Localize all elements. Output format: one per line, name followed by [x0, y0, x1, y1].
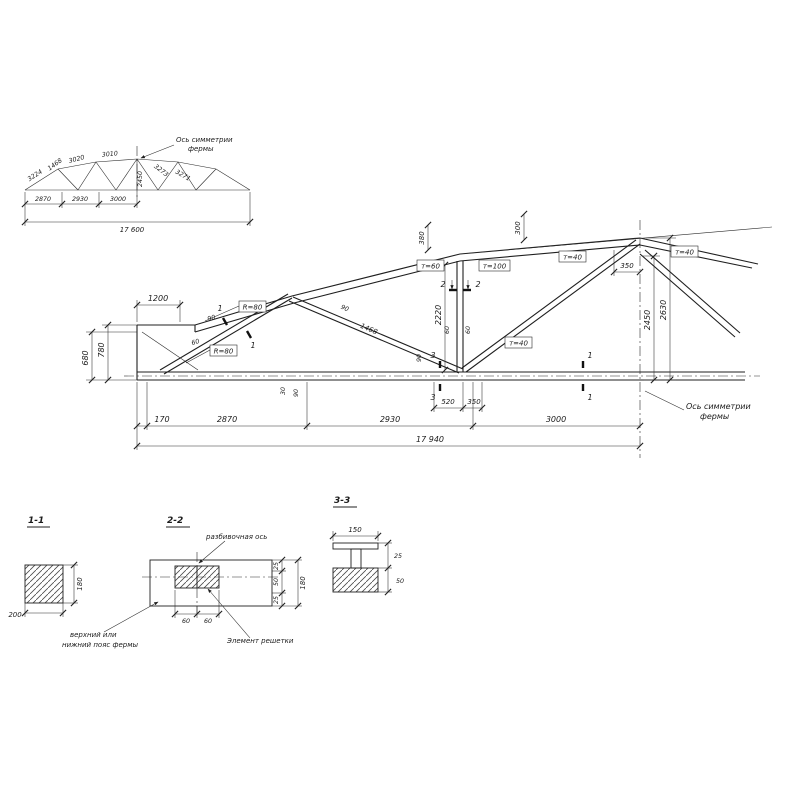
- note-box: [478, 259, 511, 272]
- chord-note: нижний пояс фермы: [62, 641, 138, 649]
- overview-member-dim: 3010: [102, 150, 119, 158]
- dim-2630: 2630: [659, 300, 668, 320]
- dim-180: 180: [299, 576, 307, 590]
- overview-dim-3000: 3000: [110, 196, 126, 203]
- cut-label-3: 3: [430, 393, 435, 402]
- overview-axis-label: Ось симметрии: [176, 136, 233, 144]
- note-box: [238, 300, 267, 313]
- section-2-2: 2-2 разбивочная ось 60 60 25 50 25 180 в…: [62, 516, 307, 649]
- dim-380: 380: [418, 231, 426, 245]
- main-elevation: 1200 680 780 170 2870 2930 3000 17 940 5…: [81, 210, 773, 458]
- overview-dim-total: 17 600: [120, 226, 145, 234]
- small-dim: 90: [207, 314, 217, 323]
- cut-label-1: 1: [587, 393, 592, 402]
- chord-note: верхний или: [70, 631, 117, 639]
- cut-label-1: 1: [217, 304, 222, 313]
- dim-60: 60: [182, 618, 190, 625]
- cut-label-2: 2: [440, 280, 445, 289]
- note-t100: т=100: [483, 263, 507, 271]
- note-box: [670, 245, 699, 258]
- overview-member-dim: 2450: [137, 171, 144, 187]
- overview-truss-outline: [24, 158, 251, 191]
- dim-apex-350: 350: [620, 262, 634, 270]
- small-dim: 60: [444, 326, 451, 334]
- dim-25: 25: [394, 553, 402, 560]
- note-t40: т=40: [675, 249, 694, 257]
- lattice-note: Элемент решетки: [226, 637, 294, 645]
- note-t60: т=60: [421, 263, 440, 271]
- small-dim: 90: [293, 389, 300, 397]
- main-dim-lines: [86, 214, 676, 450]
- section-cut-marks: 1 1 2 2 3 3 1 1: [217, 280, 593, 402]
- chord-note-leader: [103, 601, 159, 633]
- layout-axis-note: разбивочная ось: [205, 533, 267, 541]
- dim-520: 520: [441, 398, 455, 406]
- overview-axis-leader: [140, 144, 175, 159]
- note-box: [558, 250, 587, 263]
- main-axis-label: Ось симметрии: [686, 402, 751, 411]
- end-block-edge: [141, 331, 199, 371]
- dim-25: 25: [273, 596, 280, 604]
- dim-50: 50: [273, 578, 280, 586]
- layout-axis-leader: [198, 540, 226, 564]
- section-1-1: 1-1 180 200: [8, 516, 84, 619]
- section-title: 1-1: [28, 516, 44, 526]
- dim-2930: 2930: [380, 415, 400, 424]
- s1-dim-lines: [24, 564, 78, 617]
- cut-label-3: 3: [430, 351, 435, 360]
- note-t40: т=40: [509, 340, 528, 348]
- small-dim: 30: [280, 387, 287, 395]
- dim-60: 60: [204, 618, 212, 625]
- cut-label-1: 1: [250, 341, 255, 350]
- note-t40: т=40: [563, 254, 582, 262]
- dim-total-17940: 17 940: [416, 435, 444, 444]
- note-box: [209, 344, 238, 357]
- truss-lattice: [159, 239, 641, 375]
- overview-dim-lines: [24, 192, 251, 226]
- dim-50: 50: [396, 578, 404, 585]
- dim-350: 350: [467, 398, 481, 406]
- overview-axis-label: фермы: [188, 145, 214, 153]
- overview-member-dim: 3020: [68, 154, 85, 165]
- top-chord-extension: [459, 226, 773, 255]
- dim-2870: 2870: [217, 415, 237, 424]
- chord-cross-section: [24, 564, 64, 604]
- small-dim: 90: [340, 304, 350, 314]
- overview-dim-2930: 2930: [72, 196, 88, 203]
- dim-200: 200: [8, 611, 22, 619]
- dim-1200: 1200: [148, 294, 168, 303]
- small-dim: 90: [416, 354, 423, 362]
- overview-dim-2870: 2870: [35, 196, 51, 203]
- section-title: 2-2: [167, 516, 183, 526]
- small-dim: 60: [465, 326, 472, 334]
- main-axis-label: фермы: [700, 412, 729, 421]
- lattice-note-leader: [207, 588, 251, 639]
- section-3-3: 3-3 150 25 50: [329, 496, 404, 596]
- dim-150: 150: [348, 526, 362, 534]
- cut-label-2: 2: [475, 280, 480, 289]
- dim-25: 25: [273, 562, 280, 570]
- dim-3000: 3000: [546, 415, 566, 424]
- dim-180: 180: [76, 577, 84, 591]
- dim-170: 170: [154, 415, 169, 424]
- note-box: [504, 336, 533, 349]
- note-box: [416, 259, 445, 272]
- note-r80: R=80: [214, 348, 234, 356]
- dim-780: 780: [97, 342, 106, 357]
- chord-outline: [149, 559, 273, 607]
- section-title: 3-3: [334, 496, 350, 506]
- note-r80: R=80: [243, 304, 263, 312]
- dim-2450: 2450: [643, 310, 652, 330]
- hatched-base: [332, 567, 379, 593]
- cut-label-1: 1: [587, 351, 592, 360]
- small-dim: 60: [191, 338, 201, 347]
- dim-2220: 2220: [434, 305, 443, 325]
- dim-680: 680: [81, 350, 90, 365]
- main-axis-leader: [644, 390, 685, 411]
- dim-300: 300: [514, 221, 522, 235]
